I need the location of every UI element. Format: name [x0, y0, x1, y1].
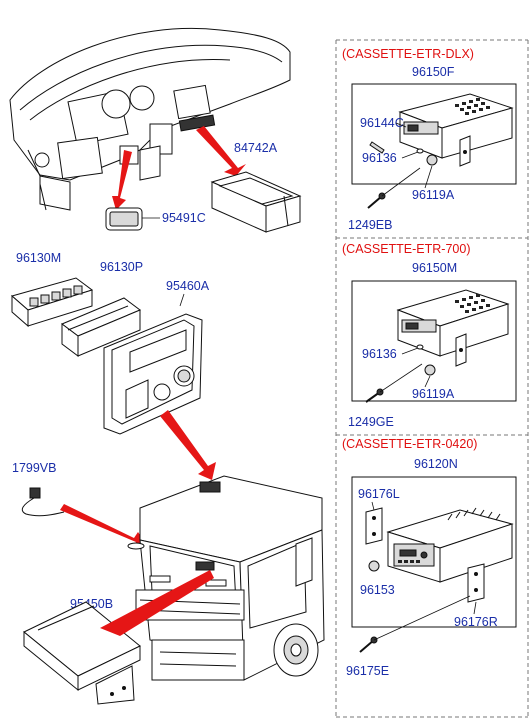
part-label: 96144C — [360, 116, 404, 130]
part-label: 96176L — [358, 487, 400, 501]
unit-label: 96120N — [414, 457, 458, 471]
cassette-frames — [335, 39, 529, 718]
label-dash-bracket: 84742A — [234, 141, 278, 155]
part-label: 96153 — [360, 583, 395, 597]
part-label: 96119A — [412, 188, 455, 202]
arrow-to-housing — [100, 570, 214, 636]
truck-cab-drawing — [127, 475, 325, 681]
housing-drawing — [23, 601, 141, 705]
section-700: (CASSETTE-ETR-700) 96150M 96136 96119A — [342, 242, 517, 429]
dash-cover-drawing — [105, 207, 143, 231]
radio-unit-drawing — [365, 507, 514, 603]
unit-box — [351, 280, 517, 402]
dash-bracket-drawing — [210, 171, 302, 233]
label-switch-panel: 96130M — [16, 251, 61, 265]
section-header: (CASSETTE-ETR-0420) — [342, 437, 477, 451]
unit-box — [351, 476, 517, 628]
part-label: 96176R — [454, 615, 498, 629]
screw-drawing — [365, 388, 384, 403]
section-header: (CASSETTE-ETR-DLX) — [342, 47, 474, 61]
arrow-to-cab — [160, 410, 216, 480]
unit-box — [351, 83, 517, 185]
section-header: (CASSETTE-ETR-700) — [342, 242, 471, 256]
radio-unit-drawing — [398, 93, 514, 167]
arrow-to-bracket — [196, 126, 246, 176]
screw-label: 96175E — [346, 664, 389, 678]
unit-label: 96150M — [412, 261, 457, 275]
part-label: 96119A — [412, 387, 455, 401]
screw-drawing — [359, 636, 378, 653]
part-label: 96136 — [362, 151, 397, 165]
label-antenna: 1799VB — [12, 461, 56, 475]
antenna-drawing — [21, 487, 65, 517]
switch-module-drawing — [61, 297, 141, 357]
screw-label: 1249EB — [348, 218, 392, 232]
label-switch-module: 96130P — [100, 260, 143, 274]
unit-label: 96150F — [412, 65, 455, 79]
label-dash-cover: 95491C — [162, 211, 206, 225]
dashboard-drawing — [9, 27, 291, 211]
screw-label: 1249GE — [348, 415, 394, 429]
radio-unit-drawing — [396, 289, 510, 367]
switch-panel-drawing — [10, 277, 94, 328]
overhead-console-drawing — [103, 313, 203, 435]
section-dlx: (CASSETTE-ETR-DLX) 96150F 96144C 96136 — [342, 47, 517, 232]
part-label: 96136 — [362, 347, 397, 361]
arrow-to-roof — [60, 504, 146, 548]
label-overhead-console: 95460A — [166, 279, 210, 293]
section-0420: (CASSETTE-ETR-0420) 96120N — [342, 437, 517, 678]
arrow-to-cover — [112, 150, 132, 210]
